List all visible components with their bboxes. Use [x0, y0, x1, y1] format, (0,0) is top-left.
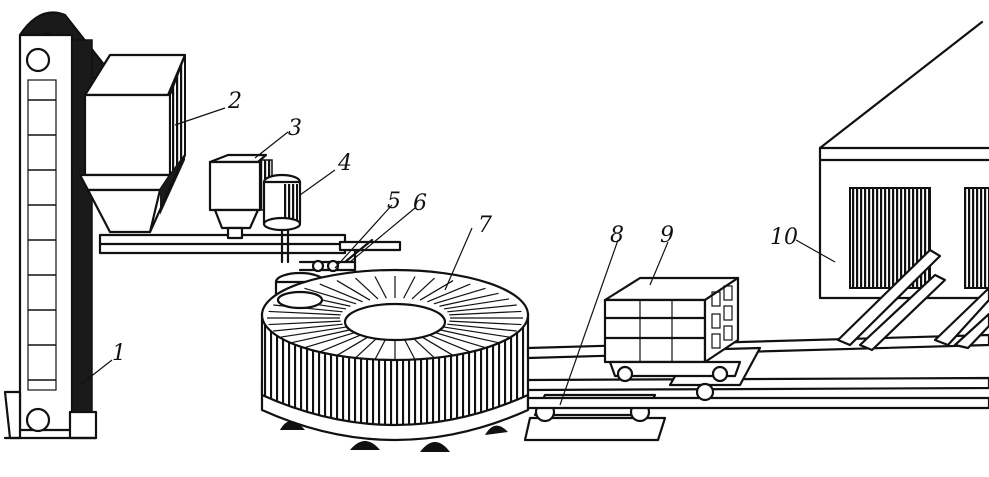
table-segment-line: [447, 323, 517, 332]
bucket-elevator: [3, 11, 122, 440]
table-segment-line: [439, 329, 499, 344]
table-segment-line: [439, 292, 499, 307]
label-9: 9: [660, 223, 674, 248]
table-segment-line: [403, 337, 416, 360]
dosing-hopper: [208, 153, 273, 240]
table-segment-line: [449, 320, 522, 326]
table-segment-line: [449, 310, 522, 316]
rotary-table: [260, 268, 530, 452]
table-segment-line: [443, 326, 510, 338]
mold-trolley: [603, 276, 742, 383]
label-3: 3: [288, 116, 302, 141]
table-segment-line: [268, 310, 341, 316]
hopper: [78, 53, 187, 234]
table-segment-line: [374, 276, 387, 299]
table-segment-line: [443, 298, 510, 310]
table-segment-line: [433, 287, 486, 305]
table-segment-line: [411, 336, 435, 359]
label-8: 8: [610, 223, 624, 248]
table-segment-line: [304, 287, 357, 305]
table-segment-line: [419, 335, 454, 356]
dosing-tank: [262, 173, 302, 264]
table-segment-line: [319, 333, 363, 353]
label-2: 2: [227, 89, 242, 114]
table-segment-line: [280, 326, 347, 338]
label-leaders: [79, 107, 836, 406]
label-7: 7: [478, 213, 492, 238]
rail-track: [526, 333, 989, 410]
label-1: 1: [112, 341, 126, 366]
label-6: 6: [413, 191, 427, 216]
table-segment-line: [374, 337, 387, 360]
label-4: 4: [337, 151, 352, 176]
table-segment-line: [411, 277, 435, 300]
table-segment-line: [268, 320, 341, 326]
table-segment-line: [319, 283, 363, 303]
table-segment-line: [355, 336, 379, 359]
table-segment-line: [336, 280, 371, 301]
table-segment-line: [355, 277, 379, 300]
table-segment-line: [447, 304, 517, 313]
label-5: 5: [387, 189, 401, 214]
table-segment-line: [433, 331, 486, 349]
table-segment-line: [273, 323, 343, 332]
table-segment-line: [336, 335, 371, 356]
table-segment-line: [403, 276, 416, 299]
table-segment-line: [304, 331, 357, 349]
table-segment-line: [427, 333, 471, 353]
table-segment-line: [427, 283, 471, 303]
steam-chamber: [818, 20, 989, 352]
table-segment-line: [291, 329, 351, 344]
label-10: 10: [770, 225, 798, 250]
